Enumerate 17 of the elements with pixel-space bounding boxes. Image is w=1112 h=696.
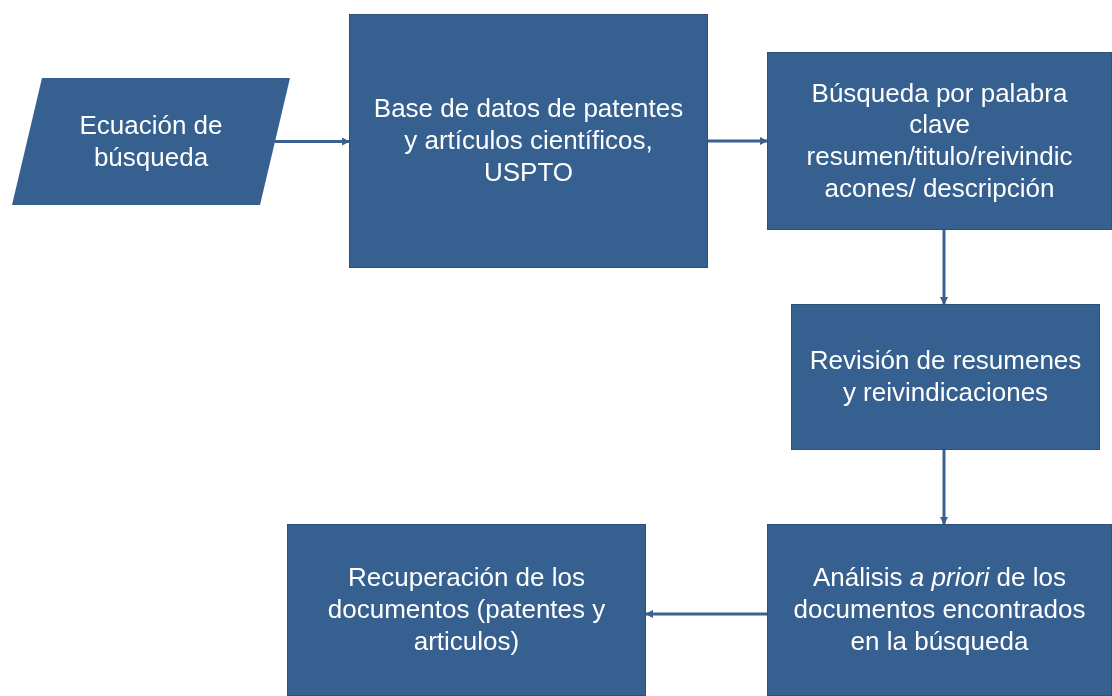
- process-box: [791, 304, 1100, 450]
- process-box: [287, 524, 646, 696]
- process-box: [349, 14, 708, 268]
- node-text: Revisión de resumenes y reivindicaciones: [808, 345, 1083, 409]
- input-parallelogram: [12, 78, 290, 205]
- process-box: [767, 52, 1112, 230]
- arrow: [940, 230, 948, 305]
- node-text: Recuperación de los documentos (patentes y articulos): [326, 562, 607, 658]
- arrow: [645, 610, 767, 618]
- arrow: [940, 450, 948, 525]
- node-text: Análisis a priori de los documentos encontrados en la búsqueda: [792, 562, 1087, 658]
- arrow: [275, 137, 350, 146]
- process-box: [767, 524, 1112, 696]
- node-text: Ecuación de búsqueda: [78, 109, 224, 174]
- node-text: Búsqueda por palabra clave resumen/titulo/reivindic acones/ descripción: [805, 77, 1074, 205]
- arrow: [708, 137, 768, 145]
- node-text: Base de datos de patentes y artículos científicos, USPTO: [372, 93, 685, 189]
